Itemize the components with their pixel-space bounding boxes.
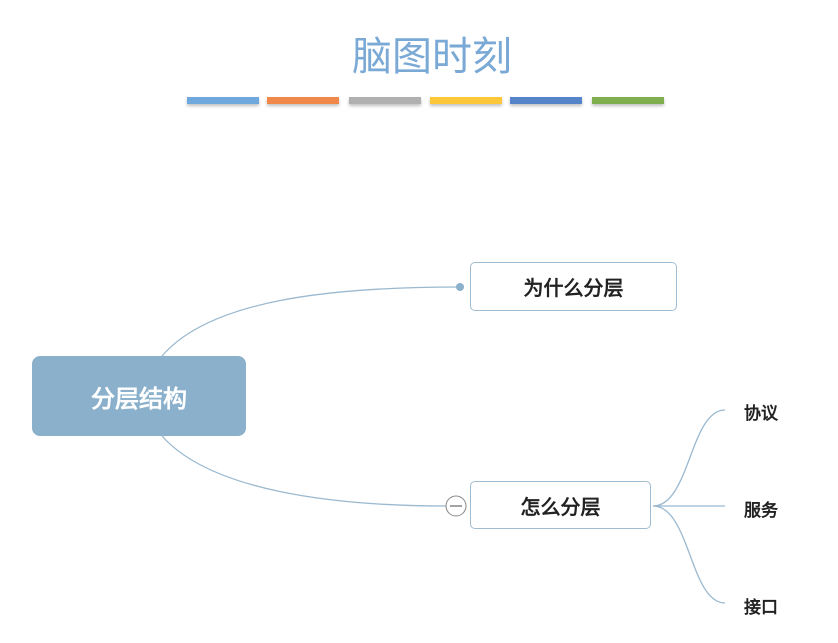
connector-why (161, 286, 461, 357)
color-bar-5 (510, 97, 582, 104)
color-bar-6 (592, 97, 664, 104)
leaf-protocol[interactable]: 协议 (744, 404, 778, 424)
page-title: 脑图时刻 (352, 34, 512, 80)
leaf-service[interactable]: 服务 (744, 501, 778, 521)
connector-how (161, 435, 448, 507)
color-bar-3 (349, 97, 421, 104)
root-node[interactable]: 分层结构 (32, 356, 246, 436)
connector-leaf-1 (652, 409, 726, 507)
connector-leaf-3 (652, 505, 726, 604)
node-why[interactable]: 为什么分层 (470, 262, 677, 311)
color-bar-4 (430, 97, 502, 104)
color-bar-2 (267, 97, 339, 104)
leaf-interface[interactable]: 接口 (744, 598, 778, 618)
node-how[interactable]: 怎么分层 (470, 481, 651, 529)
connector-dot (456, 283, 464, 291)
collapse-toggle-icon[interactable] (445, 495, 467, 517)
color-bar-1 (187, 97, 259, 104)
